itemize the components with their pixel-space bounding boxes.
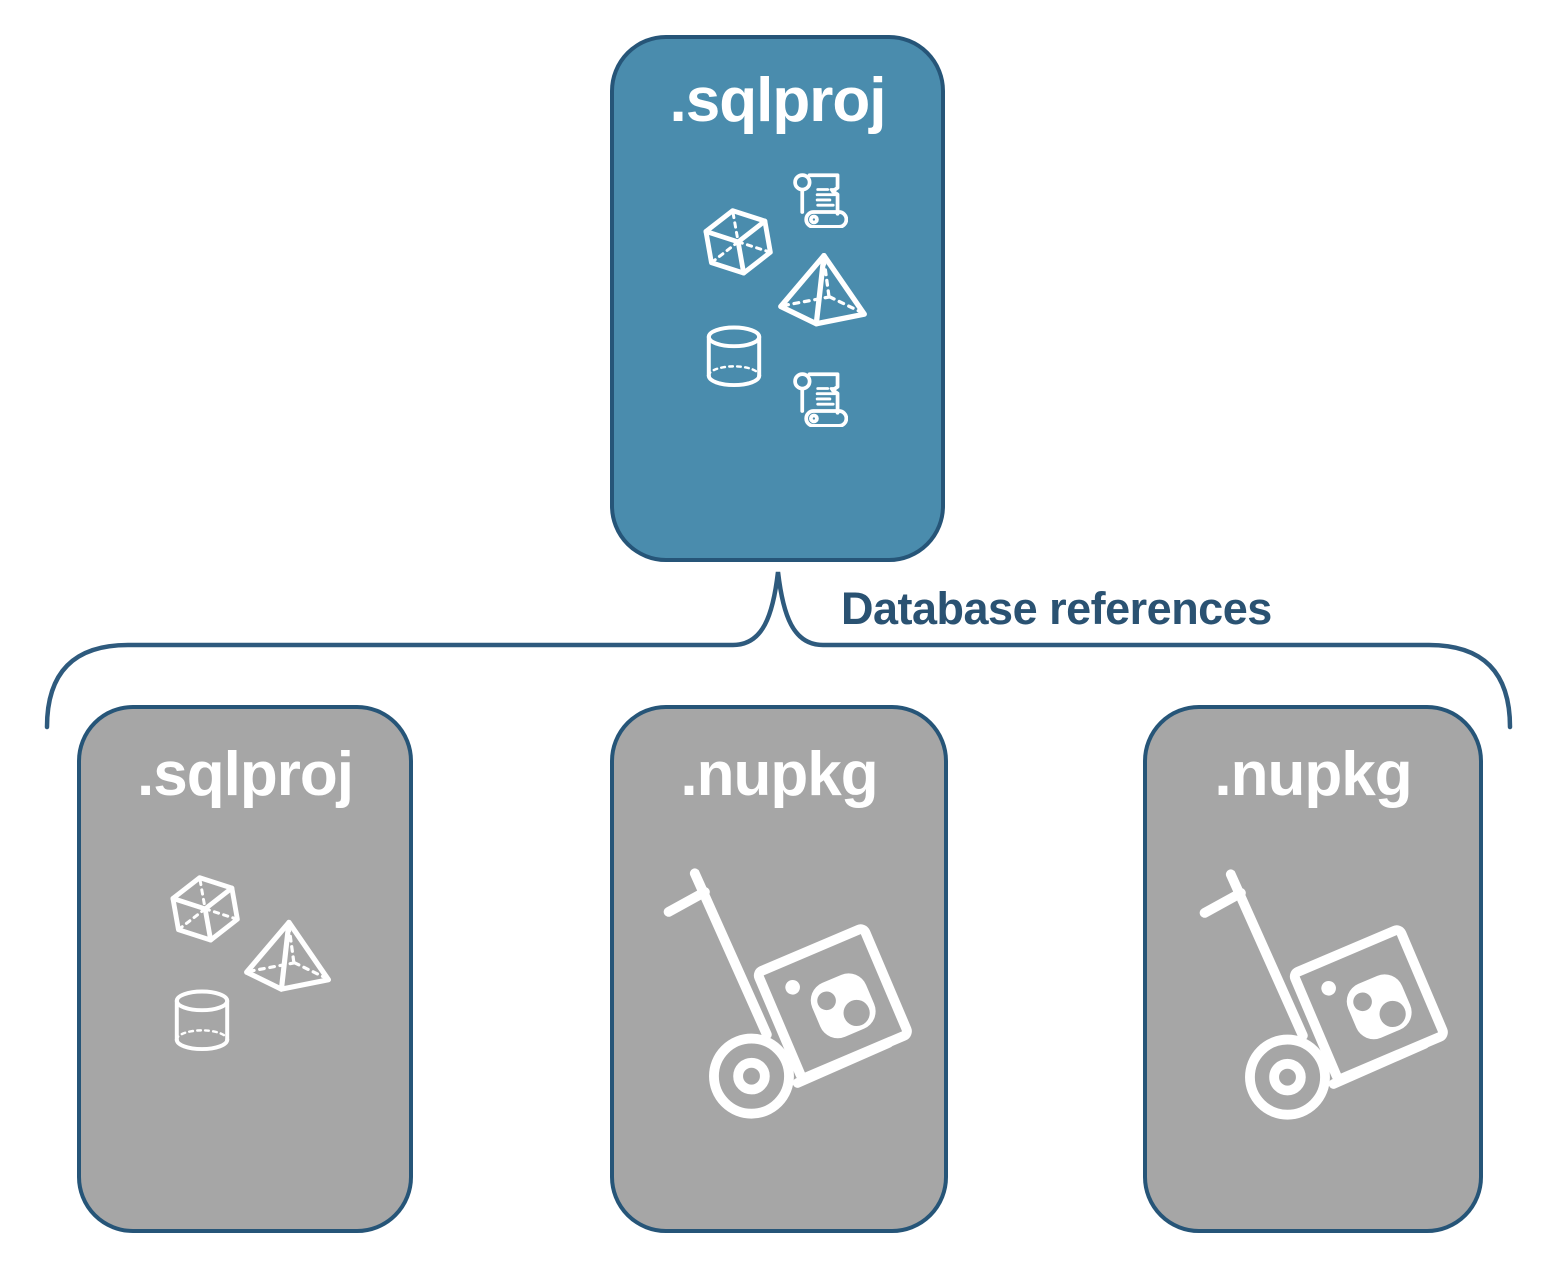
card-title: .nupkg bbox=[680, 740, 878, 809]
pyramid-icon bbox=[235, 913, 341, 1007]
node-sqlproj-root: .sqlproj bbox=[610, 35, 945, 562]
node-nupkg-2: .nupkg bbox=[1143, 705, 1483, 1233]
connector-label: Database references bbox=[841, 583, 1272, 634]
cylinder-icon bbox=[698, 316, 770, 398]
package-dolly-icon bbox=[661, 862, 913, 1124]
package-dolly-icon bbox=[1197, 863, 1449, 1125]
pyramid-icon bbox=[770, 246, 876, 342]
node-sqlproj-child: .sqlproj bbox=[77, 705, 413, 1233]
cylinder-icon bbox=[166, 980, 238, 1062]
card-title: .sqlproj bbox=[669, 66, 887, 135]
brace-connector bbox=[44, 571, 1513, 730]
card-title: .nupkg bbox=[1214, 740, 1412, 809]
card-title: .sqlproj bbox=[137, 740, 354, 809]
node-nupkg-1: .nupkg bbox=[610, 705, 948, 1233]
scroll-icon bbox=[793, 173, 848, 228]
scroll-icon bbox=[793, 372, 848, 427]
